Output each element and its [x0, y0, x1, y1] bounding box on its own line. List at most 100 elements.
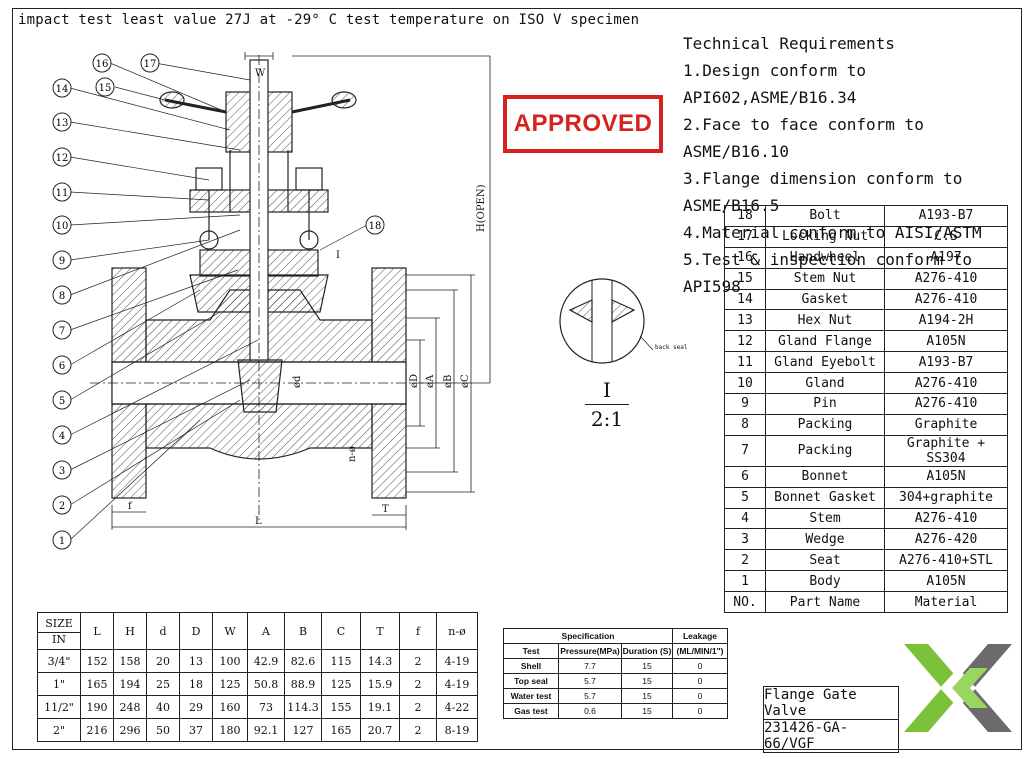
part-name: Hex Nut [765, 309, 885, 332]
dimension-cell: 2 [399, 649, 437, 673]
part-name: Gland Flange [765, 330, 885, 353]
balloon-4: 4 [52, 425, 72, 445]
balloon-11-text: 11 [56, 188, 69, 199]
col-header: H [113, 612, 147, 650]
part-material: C.S [884, 225, 1008, 248]
balloon-9-text: 9 [59, 256, 65, 267]
part-number: 7 [724, 434, 766, 467]
dim-label-C: øC [460, 374, 471, 388]
part-number: 8 [724, 413, 766, 436]
dimension-cell: 8-19 [436, 718, 478, 742]
hex-nut-left [195, 167, 223, 191]
detail-id: I [603, 378, 611, 402]
balloon-8-text: 8 [59, 291, 65, 302]
size-unit: IN [38, 631, 80, 646]
dim-label-t: T [382, 504, 389, 515]
part-number: 18 [724, 205, 766, 227]
dimension-cell: 50.8 [247, 672, 285, 696]
part-name: Stem Nut [765, 267, 885, 290]
col-header: T [360, 612, 400, 650]
balloon-5-text: 5 [59, 396, 65, 407]
balloon-4-text: 4 [59, 431, 65, 442]
part-name: Gland Eyebolt [765, 351, 885, 374]
size-cell: 11/2" [37, 695, 81, 719]
balloon-18: 18 [365, 215, 385, 235]
part-number: 10 [724, 372, 766, 395]
part-material: A276-410 [884, 393, 1008, 415]
balloon-7-text: 7 [59, 326, 65, 337]
balloon-10: 10 [52, 215, 72, 235]
impact-test-note: impact test least value 27J at -29° C te… [18, 12, 640, 28]
wedge [237, 359, 283, 413]
part-name: Locking Nut [765, 225, 885, 248]
dimension-cell: 125 [212, 672, 248, 696]
dimension-cell: 88.9 [284, 672, 322, 696]
balloon-8: 8 [52, 285, 72, 305]
spec-value: 0 [672, 688, 728, 704]
back-seal-note: back seal [655, 344, 688, 351]
part-material: A105N [884, 570, 1008, 593]
part-number: 1 [724, 570, 766, 593]
dimension-cell: 4-19 [436, 649, 478, 673]
part-material: A276-410+STL [884, 549, 1008, 572]
part-number: 16 [724, 246, 766, 269]
spec-value: 0 [672, 673, 728, 689]
test-name: Shell [503, 658, 559, 674]
col-header: n-ø [436, 612, 478, 650]
part-number: 5 [724, 486, 766, 509]
part-name: Packing [765, 434, 885, 467]
dimension-cell: 92.1 [247, 718, 285, 742]
hex-nut-right [295, 167, 323, 191]
balloon-1: 1 [52, 530, 72, 550]
balloon-18-text: 18 [369, 221, 382, 232]
col-header: L [80, 612, 114, 650]
part-number: NO. [724, 591, 766, 614]
balloon-3-text: 3 [59, 466, 65, 477]
drawing-frame [12, 8, 1022, 750]
spec-value: 5.7 [558, 673, 622, 689]
col-header: C [321, 612, 361, 650]
test-name: Top seal [503, 673, 559, 689]
balloon-16-text: 16 [96, 59, 109, 70]
dimension-cell: 115 [321, 649, 361, 673]
detail-ref-label: I [336, 250, 340, 261]
balloon-3: 3 [52, 460, 72, 480]
dimension-cell: 29 [179, 695, 213, 719]
balloon-14-text: 14 [56, 84, 69, 95]
col-header: A [247, 612, 285, 650]
spec-value: 15 [621, 703, 673, 719]
part-name: Seat [765, 549, 885, 572]
dimension-cell: 15.9 [360, 672, 400, 696]
dimension-cell: 165 [80, 672, 114, 696]
dimension-cell: 194 [113, 672, 147, 696]
part-name: Wedge [765, 528, 885, 551]
dim-label-h: H(OPEN) [476, 184, 487, 232]
spec-value: 15 [621, 658, 673, 674]
part-name: Stem [765, 507, 885, 530]
spec-value: 0.6 [558, 703, 622, 719]
dimension-cell: 50 [146, 718, 180, 742]
dimension-cell: 40 [146, 695, 180, 719]
balloon-15-text: 15 [99, 83, 112, 94]
title-block: Flange Gate Valve 231426-GA-66/VGF [763, 686, 899, 753]
part-name: Packing [765, 413, 885, 436]
balloon-2: 2 [52, 495, 72, 515]
balloon-17: 17 [140, 53, 160, 73]
dimension-cell: 4-22 [436, 695, 478, 719]
part-name: Pin [765, 393, 885, 415]
balloon-16: 16 [92, 53, 112, 73]
test-name: Gas test [503, 703, 559, 719]
dimension-cell: 14.3 [360, 649, 400, 673]
dimension-cell: 13 [179, 649, 213, 673]
balloon-2-text: 2 [59, 501, 65, 512]
